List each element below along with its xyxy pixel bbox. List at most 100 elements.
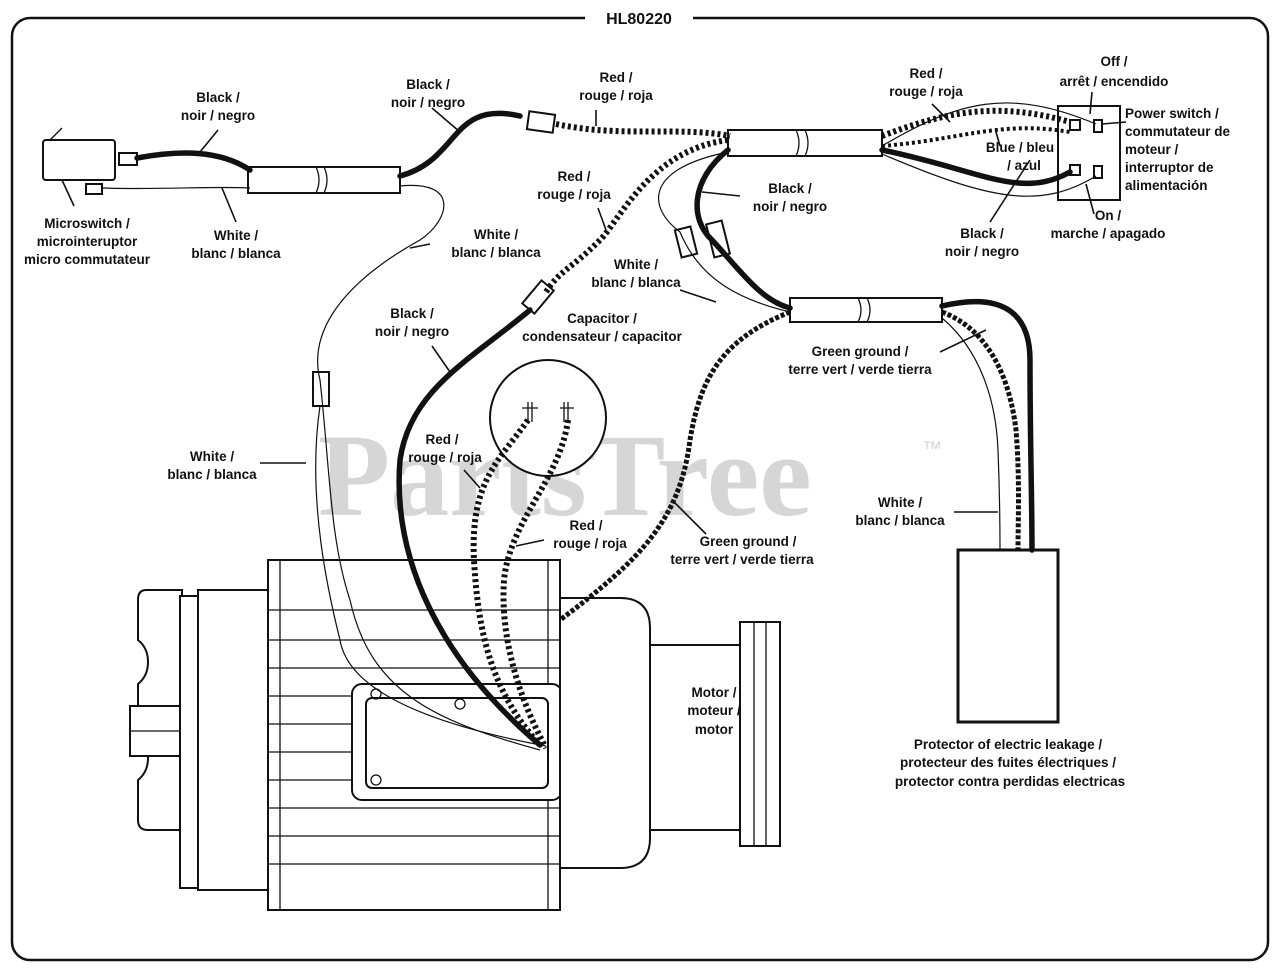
wire-white-protector: [941, 317, 1001, 551]
label-capacitor: Capacitor / condensateur / capacitor: [522, 311, 683, 344]
microswitch: [42, 127, 138, 195]
wire-red-down: [543, 137, 729, 294]
svg-text:Off /: Off /: [1101, 54, 1128, 69]
label-microswitch: Microswitch / microinteruptor micro comm…: [24, 216, 151, 267]
wire-black-switch: [879, 147, 1073, 187]
svg-text:Blue / bleu: Blue / bleu: [986, 140, 1054, 155]
capacitor: [489, 359, 607, 477]
wire-black-mid: [694, 147, 793, 311]
connector-sleeve-middle: [789, 297, 943, 323]
svg-text:On /: On /: [1095, 208, 1121, 223]
svg-text:Capacitor /: Capacitor /: [567, 311, 637, 326]
inline-connector-top: [525, 110, 557, 134]
label-on: On / marche / apagado: [1051, 208, 1166, 241]
wire-black-protector: [939, 299, 1035, 553]
svg-text:White /: White /: [190, 449, 234, 464]
motor: [129, 559, 781, 911]
leakage-protector: [956, 548, 1060, 724]
svg-text:terre vert / verde tierra: terre vert / verde tierra: [670, 552, 814, 567]
label-black-center: Black / noir / negro: [375, 306, 449, 339]
wire-white-switch-2: [881, 102, 1097, 147]
svg-text:noir / negro: noir / negro: [945, 244, 1019, 259]
svg-text:moteur /: moteur /: [687, 703, 741, 718]
svg-text:blanc / blanca: blanc / blanca: [591, 275, 681, 290]
label-green-ground-right: Green ground / terre vert / verde tierra: [788, 344, 932, 377]
svg-text:noir / negro: noir / negro: [375, 324, 449, 339]
label-motor: Motor / moteur / motor: [687, 685, 741, 737]
svg-text:Red /: Red /: [909, 66, 942, 81]
wire-green-protector: [941, 309, 1021, 551]
svg-text:blanc / blanca: blanc / blanca: [451, 245, 541, 260]
label-white-left: White / blanc / blanca: [191, 228, 281, 261]
label-red-top: Red / rouge / roja: [579, 70, 653, 103]
label-red-cap2: Red / rouge / roja: [553, 518, 627, 551]
svg-text:noir / negro: noir / negro: [391, 95, 465, 110]
wire-black-motor: [396, 307, 543, 748]
svg-text:rouge / roja: rouge / roja: [408, 450, 482, 465]
svg-text:White /: White /: [878, 495, 922, 510]
title-backdrop: [585, 6, 693, 30]
svg-text:blanc / blanca: blanc / blanca: [167, 467, 257, 482]
svg-text:Black /: Black /: [390, 306, 434, 321]
svg-text:protecteur des fuites électriq: protecteur des fuites électriques /: [900, 755, 1116, 770]
leader-lines: [61, 91, 1127, 547]
svg-text:White /: White /: [614, 257, 658, 272]
svg-text:terre vert / verde tierra: terre vert / verde tierra: [788, 362, 932, 377]
svg-text:condensateur / capacitor: condensateur / capacitor: [522, 329, 683, 344]
svg-text:moteur /: moteur /: [1125, 142, 1179, 157]
svg-text:rouge / roja: rouge / roja: [537, 187, 611, 202]
wire-blue-switch: [881, 126, 1071, 148]
power-switch: [1057, 105, 1121, 201]
svg-text:marche / apagado: marche / apagado: [1051, 226, 1166, 241]
svg-text:protector contra perdidas elec: protector contra perdidas electricas: [895, 774, 1125, 789]
connector-sleeve-top-right: [727, 129, 883, 157]
label-white-mid: White / blanc / blanca: [451, 227, 541, 260]
svg-text:micro commutateur: micro commutateur: [24, 252, 151, 267]
wire-white-switch: [881, 153, 1097, 197]
svg-text:Black /: Black /: [406, 77, 450, 92]
capacitor-terminals: [522, 402, 574, 422]
wire-white-long-2: [315, 405, 547, 747]
label-black-top-left: Black / noir / negro: [181, 90, 255, 123]
wire-black-top: [397, 110, 523, 179]
svg-text:/ azul: / azul: [1007, 158, 1041, 173]
svg-text:microinteruptor: microinteruptor: [37, 234, 138, 249]
label-red-mid: Red / rouge / roja: [537, 169, 611, 202]
wire-red-capacitor-1: [470, 418, 543, 748]
label-red-cap1: Red / rouge / roja: [408, 432, 482, 465]
svg-text:arrêt / encendido: arrêt / encendido: [1060, 74, 1169, 89]
label-blue: Blue / bleu / azul: [986, 140, 1054, 173]
label-green-ground-center: Green ground / terre vert / verde tierra: [670, 534, 814, 567]
svg-text:Red /: Red /: [557, 169, 590, 184]
svg-text:motor: motor: [695, 722, 734, 737]
svg-text:blanc / blanca: blanc / blanca: [191, 246, 281, 261]
label-black-top-mid: Black / noir / negro: [391, 77, 465, 110]
svg-text:blanc / blanca: blanc / blanca: [855, 513, 945, 528]
label-white-lower-left: White / blanc / blanca: [167, 449, 257, 482]
label-white-right: White / blanc / blanca: [855, 495, 945, 528]
label-black-right: Black / noir / negro: [945, 226, 1019, 259]
label-power-switch: Power switch / commutateur de moteur / i…: [1125, 106, 1231, 193]
svg-text:Power switch /: Power switch /: [1125, 106, 1219, 121]
diagram-title: HL80220: [606, 11, 672, 28]
svg-text:interruptor de: interruptor de: [1125, 160, 1214, 175]
svg-text:rouge / roja: rouge / roja: [889, 84, 963, 99]
svg-text:noir / negro: noir / negro: [181, 108, 255, 123]
svg-text:Red /: Red /: [425, 432, 458, 447]
wire-black-microswitch: [134, 150, 253, 173]
svg-text:Black /: Black /: [960, 226, 1004, 241]
svg-text:Green ground /: Green ground /: [812, 344, 909, 359]
wire-white-mid: [658, 151, 791, 313]
trademark-symbol: ™: [922, 438, 942, 460]
svg-text:Motor /: Motor /: [692, 685, 737, 700]
svg-text:White /: White /: [474, 227, 518, 242]
wire-red-capacitor-2: [500, 419, 571, 750]
svg-text:Black /: Black /: [768, 181, 812, 196]
svg-text:rouge / roja: rouge / roja: [579, 88, 653, 103]
svg-text:commutateur de: commutateur de: [1125, 124, 1231, 139]
svg-text:Red /: Red /: [599, 70, 632, 85]
wire-green-motor: [558, 309, 791, 622]
svg-text:Microswitch /: Microswitch /: [44, 216, 130, 231]
svg-text:White /: White /: [214, 228, 258, 243]
